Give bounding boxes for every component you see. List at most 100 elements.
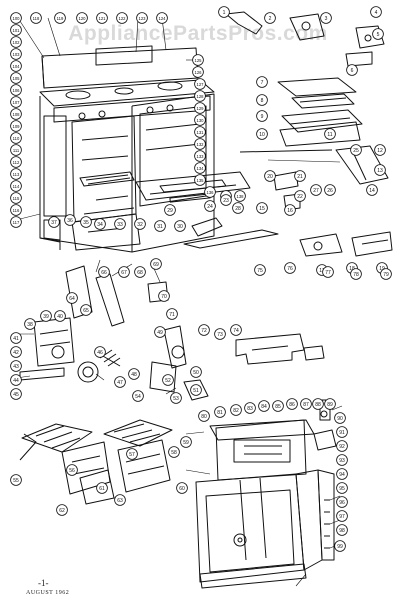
cabinet-kickplate <box>199 563 307 589</box>
callout-75: 75 <box>254 264 266 276</box>
oven-lamp <box>345 51 373 67</box>
callout-label: 135 <box>197 178 205 183</box>
callout-circle <box>272 400 284 412</box>
broiler-pan-grid <box>291 93 355 109</box>
oven-door-glass <box>159 179 227 193</box>
callout-circle <box>194 78 206 90</box>
callout-circle <box>176 482 188 494</box>
callout-10: 10 <box>256 128 268 140</box>
regulator-dial <box>51 345 65 359</box>
callout-label: 88 <box>315 402 321 408</box>
callout-label: 75 <box>257 268 263 274</box>
callout-label: 91 <box>339 430 345 436</box>
callout-label: 1 <box>223 10 226 16</box>
callout-label: 26 <box>327 188 333 194</box>
callout-99: 99 <box>334 540 346 552</box>
callout-58: 58 <box>168 446 180 458</box>
callout-label: 4 <box>375 10 378 16</box>
callout-circle <box>194 162 206 174</box>
callout-circle <box>346 64 358 76</box>
control-knob <box>98 110 106 118</box>
callout-label: 117 <box>13 220 20 225</box>
callout-circle <box>162 374 174 386</box>
callout-circle <box>256 110 268 122</box>
page-date: AUGUST 1962 <box>26 590 70 596</box>
broiler-pan <box>281 109 363 133</box>
callout-circle <box>54 12 66 24</box>
callout-label: 136 <box>207 190 215 195</box>
callout-49: 49 <box>154 326 166 338</box>
range-front <box>39 96 133 253</box>
callout-circle <box>10 24 22 36</box>
callout-label: 50 <box>193 370 199 376</box>
callout-24: 24 <box>204 200 216 212</box>
callout-51: 51 <box>190 384 202 396</box>
callout-label: 5 <box>377 32 380 38</box>
callout-circle <box>158 290 170 302</box>
burner-left-rear <box>65 90 91 100</box>
callout-circle <box>190 366 202 378</box>
callout-117: 117 <box>10 216 22 228</box>
callout-label: 20 <box>267 174 273 180</box>
callout-circle <box>132 390 144 402</box>
callout-38: 38 <box>24 318 36 330</box>
callout-circle <box>334 540 346 552</box>
callout-label: 9 <box>261 114 264 120</box>
callout-72: 72 <box>198 324 210 336</box>
callout-circle <box>170 392 182 404</box>
callout-13: 13 <box>374 164 386 176</box>
callout-circle <box>98 266 110 278</box>
callout-76: 76 <box>284 262 296 274</box>
callout-92: 92 <box>336 440 348 452</box>
top-bracket <box>235 333 305 365</box>
callout-label: 59 <box>183 440 189 446</box>
callout-circle <box>10 180 22 192</box>
callout-label: 113 <box>13 172 20 177</box>
callout-71: 71 <box>166 308 178 320</box>
callout-label: 42 <box>13 350 19 356</box>
callout-label: 51 <box>193 388 199 394</box>
thermostat-body <box>299 233 343 257</box>
callout-12: 12 <box>374 144 386 156</box>
callout-circle <box>10 144 22 156</box>
callout-31: 31 <box>154 220 166 232</box>
callout-44: 44 <box>10 374 22 386</box>
callout-circle <box>214 328 226 340</box>
callout-circle <box>10 36 22 48</box>
callout-label: 23 <box>223 198 229 204</box>
broiler-pan-top <box>277 77 357 97</box>
callout-circle <box>94 218 106 230</box>
callout-circle <box>10 12 22 24</box>
callout-label: 60 <box>179 486 185 492</box>
callout-label: 127 <box>197 82 205 87</box>
control-knob <box>166 104 174 112</box>
callout-5: 5 <box>372 28 384 40</box>
callout-37: 37 <box>48 216 60 228</box>
callout-circle <box>198 324 210 336</box>
callout-label: 24 <box>207 204 213 210</box>
callout-label: 31 <box>157 224 163 230</box>
callout-65: 65 <box>80 304 92 316</box>
callout-label: 122 <box>119 16 127 21</box>
callout-23: 23 <box>220 194 232 206</box>
callout-circle <box>40 310 52 322</box>
callout-label: 102 <box>13 40 21 45</box>
callout-112: 112 <box>10 156 22 168</box>
callout-124: 124 <box>156 12 168 24</box>
callout-33: 33 <box>114 218 126 230</box>
range-side <box>131 93 215 253</box>
callout-circle <box>10 156 22 168</box>
callout-label: 131 <box>197 130 205 135</box>
callout-35: 35 <box>80 216 92 228</box>
callout-63: 63 <box>114 494 126 506</box>
callout-119: 119 <box>54 12 66 24</box>
callout-circle <box>336 510 348 522</box>
callout-circle <box>254 264 266 276</box>
callout-label: 43 <box>13 364 19 370</box>
callout-label: 22 <box>297 194 303 200</box>
cabinet-knob <box>233 533 247 547</box>
callout-30: 30 <box>174 220 186 232</box>
callout-122: 122 <box>116 12 128 24</box>
callout-52: 52 <box>162 374 174 386</box>
callout-label: 39 <box>43 314 49 320</box>
